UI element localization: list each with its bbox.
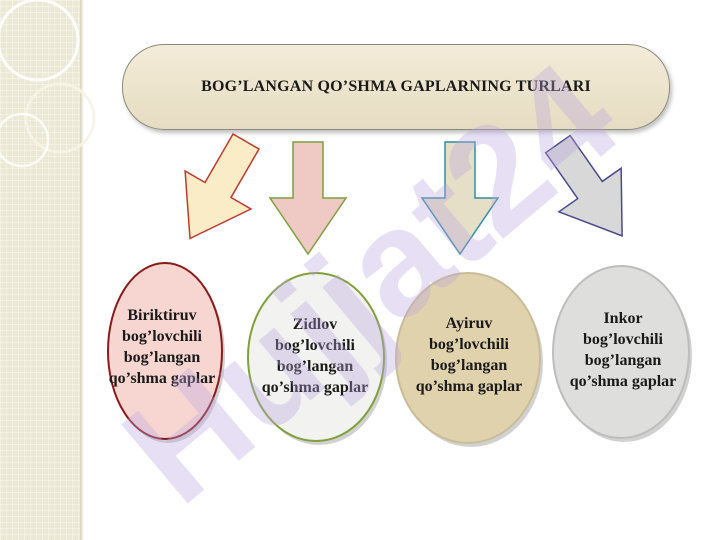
type-label-2: Zidlov bog’lovchili bog’langan qo’shma gapl… [245,314,385,398]
type-label-line: bog’lovchili [121,328,202,345]
type-label-1: Biriktiruv bog’lovchili bog’langan qo’shma … [92,305,232,389]
type-label-line: bog’langan [276,358,354,375]
type-label-line: bog’lovchili [274,337,355,354]
diagram-title-box: BOG’LANGAN QO’SHMA GAPLARNING TURLARI [122,44,670,130]
decor-ring-1 [0,0,80,82]
type-label-line: qo’shma gaplar [569,373,677,390]
type-label-4: Inkor bog’lovchili bog’langan qo’shma gapla… [553,308,693,392]
arrow-4 [544,134,623,237]
arrow-2 [268,141,348,256]
type-label-line: qo’shma gaplar [415,378,523,395]
type-label-line: Biriktiruv [127,307,197,324]
diagram-title: BOG’LANGAN QO’SHMA GAPLARNING TURLARI [201,78,591,95]
type-oval-3 [395,272,541,444]
arrow-3 [420,141,500,256]
type-label-3: Ayiruv bog’lovchili bog’langan qo’shma gapl… [398,313,540,397]
type-label-line: qo’shma gaplar [108,370,216,387]
type-label-line: bog’lovchili [582,331,663,348]
type-oval-2 [247,272,385,442]
type-label-line: Inkor [603,310,643,327]
type-oval-1 [107,262,223,440]
side-panel-edge [80,0,84,540]
decor-ring-3 [0,112,50,168]
decor-ring-2 [24,82,96,154]
type-label-line: Ayiruv [445,315,493,332]
type-label-line: Zidlov [292,316,338,333]
type-oval-4 [552,265,690,439]
arrow-1 [184,132,261,240]
type-label-line: bog’langan [430,357,508,374]
type-label-line: bog’lovchili [428,336,509,353]
type-label-line: bog’langan [584,352,662,369]
type-label-line: bog’langan [123,349,201,366]
type-label-line: qo’shma gaplar [261,379,369,396]
